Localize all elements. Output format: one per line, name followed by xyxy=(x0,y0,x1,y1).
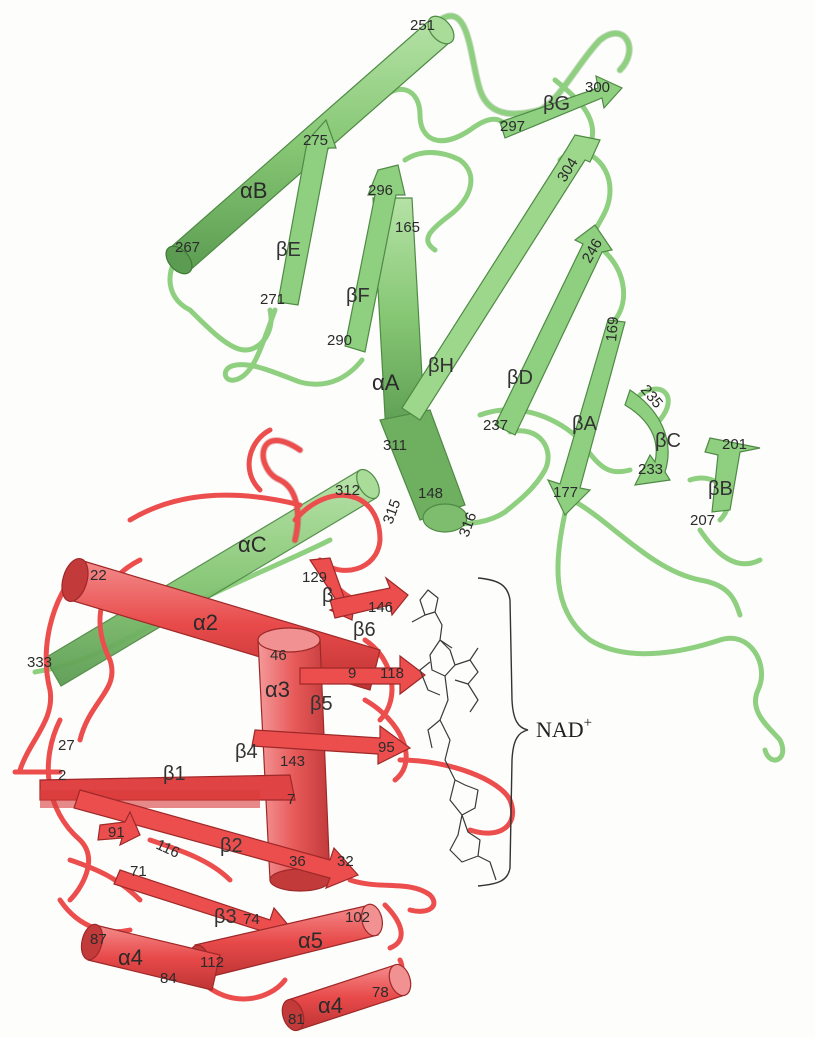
residue-label: 91 xyxy=(108,824,125,841)
label-alpha-a: αA xyxy=(372,370,400,395)
residue-label: 146 xyxy=(368,599,393,616)
residue-label: 112 xyxy=(200,954,224,971)
label-beta-b: βB xyxy=(708,478,733,500)
residue-label: 165 xyxy=(395,219,420,236)
residue-label: 118 xyxy=(380,665,404,682)
label-alpha-4-left: α4 xyxy=(118,945,143,970)
residue-label: 116 xyxy=(153,836,182,862)
residue-label: 233 xyxy=(638,461,663,478)
residue-label: 27 xyxy=(58,737,75,754)
residue-label: 271 xyxy=(260,291,285,308)
nad-label: NAD+ xyxy=(536,715,592,742)
residue-label: 9 xyxy=(348,665,356,682)
label-beta-1: β1 xyxy=(163,763,186,785)
residue-label: 312 xyxy=(335,482,360,499)
label-beta-f: βF xyxy=(346,285,370,307)
label-beta-h: βH xyxy=(428,355,454,377)
label-alpha-2: α2 xyxy=(193,610,218,635)
residue-label: 7 xyxy=(287,791,295,808)
label-alpha-c: αC xyxy=(238,532,267,557)
residue-label: 290 xyxy=(327,332,352,349)
label-alpha-3: α3 xyxy=(265,677,290,702)
residue-label: 315 xyxy=(380,497,405,526)
residue-label: 177 xyxy=(553,484,578,501)
nad-ligand-model xyxy=(412,590,496,880)
residue-label: 201 xyxy=(722,436,747,453)
residue-label: 32 xyxy=(337,853,354,870)
label-beta-a: βA xyxy=(572,413,598,435)
residue-label: 95 xyxy=(378,739,395,756)
label-beta-d: βD xyxy=(507,367,533,389)
residue-label: 71 xyxy=(130,863,147,880)
residue-label: 129 xyxy=(302,569,327,586)
residue-label: 2 xyxy=(58,767,66,784)
residue-label: 78 xyxy=(372,984,389,1001)
green-domain xyxy=(35,11,783,760)
residue-label: 148 xyxy=(418,485,443,502)
residue-label: 84 xyxy=(160,970,177,987)
label-beta-g: βG xyxy=(543,93,570,115)
residue-label: 74 xyxy=(243,911,260,928)
residue-label: 251 xyxy=(410,17,435,34)
residue-label: 46 xyxy=(270,647,287,664)
nad-bracket xyxy=(478,578,528,886)
nad-label-name: NAD xyxy=(536,717,584,742)
residue-label: 22 xyxy=(90,567,107,584)
label-alpha-4-right: α4 xyxy=(318,993,343,1018)
residue-label: 275 xyxy=(303,132,328,149)
label-beta-6: β6 xyxy=(353,619,376,641)
residue-label: 300 xyxy=(585,79,610,96)
label-beta-5: β5 xyxy=(310,693,333,715)
residue-label: 267 xyxy=(175,239,200,256)
residue-label: 237 xyxy=(483,417,508,434)
label-beta-2: β2 xyxy=(220,835,243,857)
label-beta-4: β4 xyxy=(235,741,258,763)
label-beta-small: β xyxy=(322,585,334,607)
residue-label: 296 xyxy=(368,182,393,199)
label-alpha-b: αB xyxy=(240,178,267,203)
residue-label: 333 xyxy=(27,654,52,671)
residue-label: 87 xyxy=(90,931,107,948)
nad-label-charge: + xyxy=(584,715,592,731)
residue-label: 311 xyxy=(383,437,407,454)
residue-label: 207 xyxy=(690,512,715,529)
label-beta-3: β3 xyxy=(214,906,237,928)
residue-label: 102 xyxy=(345,909,370,926)
label-beta-c: βC xyxy=(655,430,681,452)
residue-label: 169 xyxy=(603,316,622,342)
residue-label: 143 xyxy=(280,753,305,770)
label-beta-e: βE xyxy=(276,239,301,261)
residue-label: 297 xyxy=(500,118,525,135)
residue-label: 81 xyxy=(288,1011,305,1028)
label-alpha-5: α5 xyxy=(298,928,323,953)
residue-label: 36 xyxy=(289,853,306,870)
